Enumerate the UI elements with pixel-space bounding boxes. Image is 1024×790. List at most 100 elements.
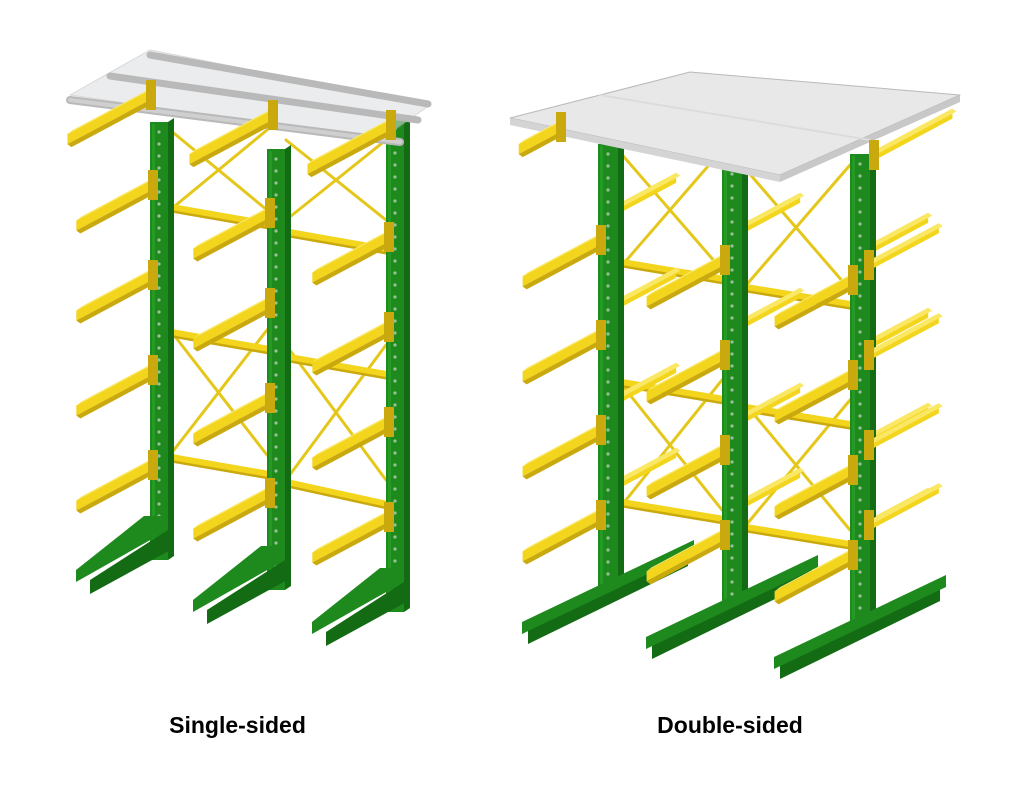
- cantilever-arm-top: [193, 204, 274, 249]
- cantilever-arm-rear-top: [740, 382, 805, 418]
- brace-back-upper-2-b: [740, 163, 852, 292]
- top-rail-back: [146, 51, 432, 108]
- upright-column-bolt-hole: [858, 594, 862, 598]
- upright-column-bolt-hole: [606, 308, 610, 312]
- upright-column-bolt-hole: [393, 175, 397, 179]
- cantilever-arm-right-top: [870, 223, 943, 263]
- cantilever-arm-front-top: [774, 461, 857, 507]
- cantilever-arm-plate: [384, 407, 394, 437]
- cantilever-arm-front-top: [522, 421, 605, 467]
- upright-column-bolt-hole: [606, 212, 610, 216]
- upright-column-bolt-hole: [730, 184, 734, 188]
- cantilever-arm-front-plate: [596, 225, 606, 255]
- cantilever-arm-bottom: [312, 332, 392, 376]
- upright-column-bolt-hole: [157, 214, 161, 218]
- cantilever-arm-right-top: [870, 403, 943, 443]
- upright-column-bolt-hole: [274, 277, 278, 281]
- upright-column-bolt-hole: [393, 187, 397, 191]
- upright-column-bolt-hole: [157, 154, 161, 158]
- top-cantilever-arm-top: [189, 106, 277, 155]
- cantilever-arm-right-top: [870, 483, 943, 523]
- upright-column-bolt-hole: [730, 532, 734, 536]
- upright-column-bolt-hole: [157, 250, 161, 254]
- cantilever-arm-front-plate: [720, 520, 730, 550]
- cantilever-arm-front-plate: [848, 265, 858, 295]
- cantilever-arm-front: [774, 370, 852, 422]
- upright-column-bolt-hole: [730, 244, 734, 248]
- upright-column-base-side: [207, 560, 291, 624]
- upright-column-bolt-hole: [274, 529, 278, 533]
- upright-column-bolt-hole: [858, 186, 862, 190]
- upright-column-bolt-hole: [730, 340, 734, 344]
- upright-column-bolt-hole: [393, 367, 397, 371]
- upright-column-bolt-hole: [393, 307, 397, 311]
- upright-column-bolt-hole: [858, 234, 862, 238]
- upright-column-bolt-hole: [858, 546, 862, 550]
- upright-column-bolt-hole: [730, 460, 734, 464]
- upright-column-bolt-hole: [606, 284, 610, 288]
- upright-column-bolt-hole: [393, 355, 397, 359]
- cantilever-arm: [76, 270, 152, 321]
- upright-column-bolt-hole: [157, 286, 161, 290]
- upright-column-bolt-hole: [606, 164, 610, 168]
- upright-column-bolt-hole: [858, 522, 862, 526]
- upright-column-bolt-hole: [393, 199, 397, 203]
- cantilever-arm-bottom: [193, 498, 273, 542]
- upright-column-base: [76, 516, 168, 582]
- upright-column-bolt-hole: [274, 505, 278, 509]
- cantilever-arm-front: [522, 235, 600, 287]
- cantilever-arm: [312, 417, 388, 468]
- upright-column-bolt-hole: [606, 524, 610, 528]
- top-cantilever-arm-plate: [386, 110, 396, 140]
- upright-column-bolt-hole: [393, 487, 397, 491]
- upright-column-highlight: [388, 121, 391, 608]
- upright-column-bolt-hole: [730, 304, 734, 308]
- top-cantilever-arm-top: [875, 108, 957, 153]
- upright-column-bolt-hole: [393, 475, 397, 479]
- upright-column-bolt-hole: [157, 226, 161, 230]
- cantilever-arm-right-plate: [864, 510, 874, 540]
- upright-column-bolt-hole: [393, 379, 397, 383]
- cantilever-arm: [193, 208, 269, 259]
- upright-column-bolt-hole: [393, 427, 397, 431]
- cantilever-arm-top: [76, 176, 157, 221]
- horizontal-bar: [275, 477, 395, 508]
- upright-column-bolt-hole: [858, 402, 862, 406]
- cantilever-arm-bottom: [76, 280, 156, 324]
- upright-column-bolt-hole: [730, 436, 734, 440]
- upright-column-bolt-hole: [858, 342, 862, 346]
- upright-column-bolt-hole: [274, 265, 278, 269]
- single-sided-rack-diagram: [0, 0, 470, 700]
- cantilever-arm-right-top: [870, 313, 943, 353]
- upright-column-bolt-hole: [393, 331, 397, 335]
- upright-column-bolt-hole: [274, 457, 278, 461]
- upright-column-bolt-hole: [393, 511, 397, 515]
- cantilever-arm-front: [646, 350, 724, 402]
- cantilever-arm: [312, 232, 388, 283]
- upright-column-bolt-hole: [393, 439, 397, 443]
- cantilever-arm-front-bottom: [774, 560, 856, 605]
- upright-column-highlight: [269, 151, 272, 586]
- cantilever-arm-top: [76, 266, 157, 311]
- cantilever-arm-top: [193, 294, 274, 339]
- top-cantilever-arm: [307, 120, 390, 175]
- upright-column-bolt-hole: [393, 403, 397, 407]
- upright-column-bolt-hole: [730, 196, 734, 200]
- upright-column-bolt-hole: [606, 236, 610, 240]
- upright-column-bolt-hole: [393, 163, 397, 167]
- upright-column-bolt-hole: [858, 162, 862, 166]
- single-sided-rack-drawing: [66, 49, 432, 646]
- cantilever-arm-front-bottom: [646, 360, 728, 405]
- top-cantilever-arm: [189, 110, 272, 165]
- cantilever-arm-front-top: [774, 366, 857, 412]
- upright-column-bolt-hole: [858, 378, 862, 382]
- upright-column-bolt-hole: [858, 558, 862, 562]
- upright-column-bolt-hole: [606, 488, 610, 492]
- upright-column-bolt-hole: [858, 258, 862, 262]
- upright-column-bolt-hole: [730, 448, 734, 452]
- cantilever-arm-plate: [148, 355, 158, 385]
- cantilever-arm-bottom: [76, 470, 156, 514]
- upright-column-bolt-hole: [157, 130, 161, 134]
- cantilever-arm-plate: [148, 450, 158, 480]
- cantilever-arm-front-bottom: [522, 245, 604, 290]
